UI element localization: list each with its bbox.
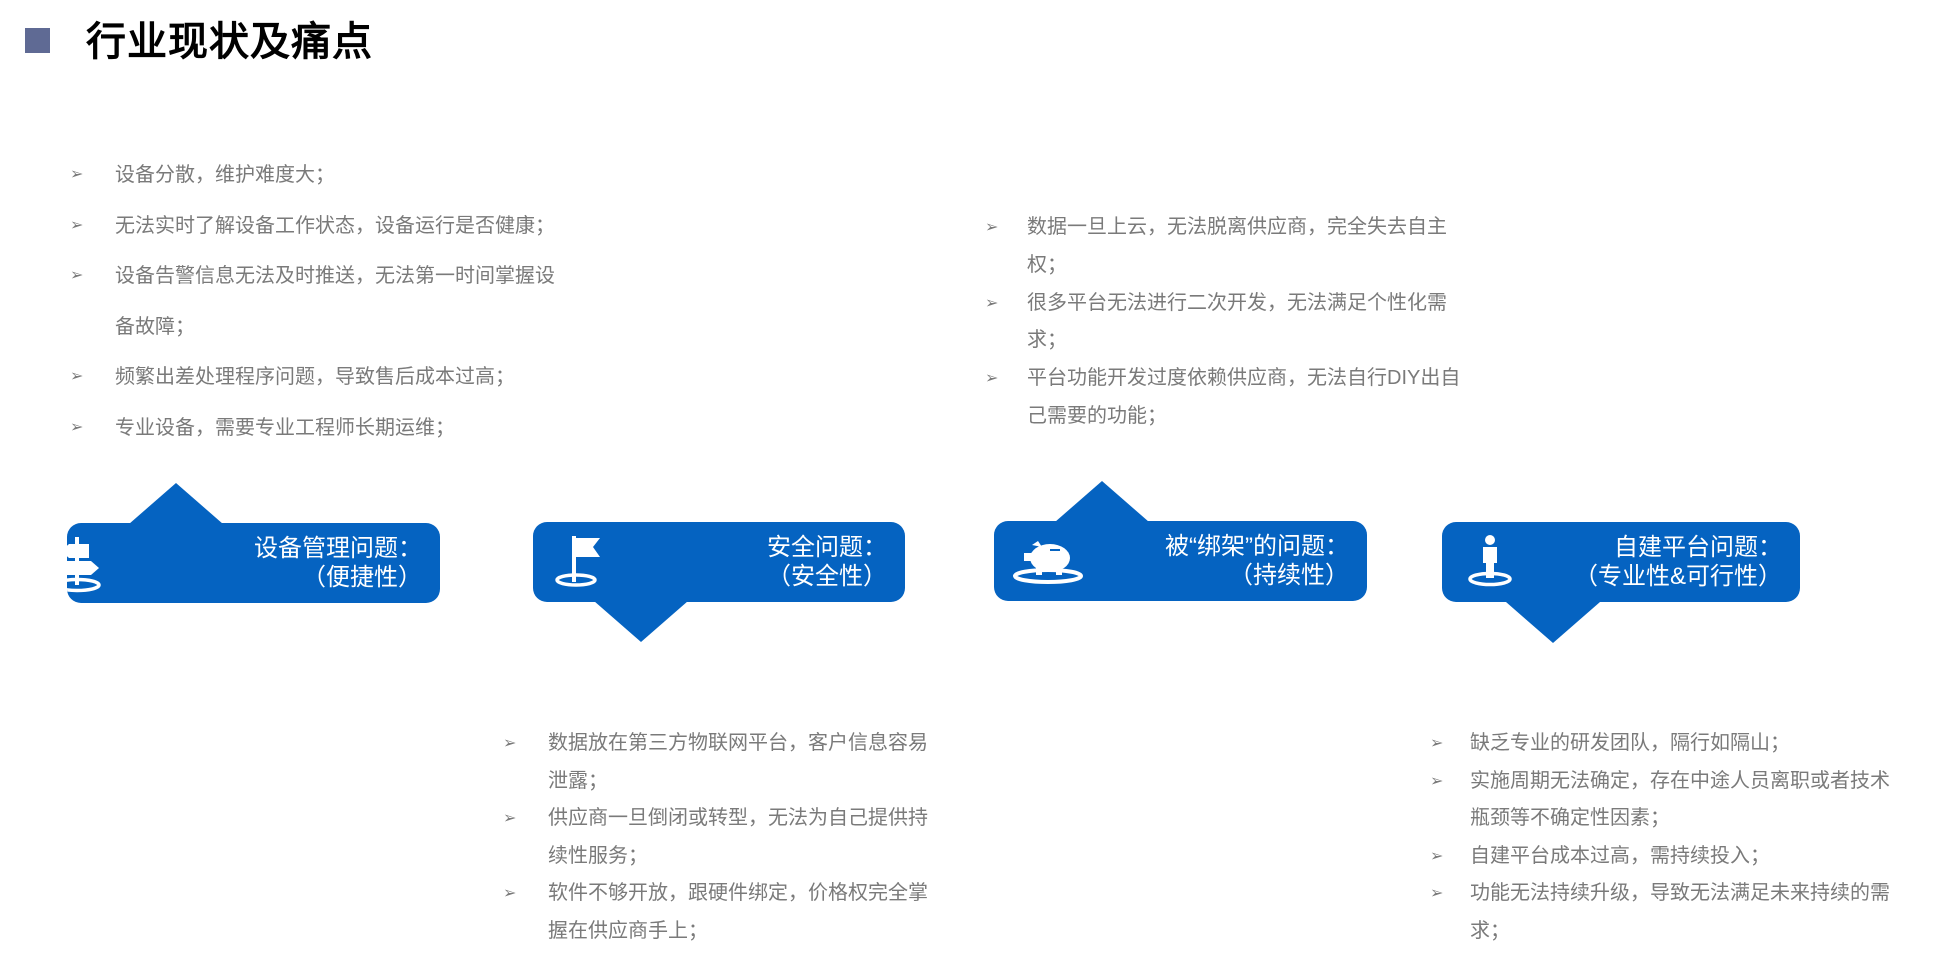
list-item: ➢缺乏专业的研发团队，隔行如隔山；	[1430, 725, 1900, 763]
list-item: ➢自建平台成本过高，需持续投入；	[1430, 838, 1900, 876]
arrow-bullet-icon: ➢	[985, 370, 999, 388]
list-item: ➢设备分散，维护难度大；	[70, 150, 650, 201]
card-device-management: 设备管理问题： （便捷性）	[67, 523, 440, 603]
list-item: ➢专业设备，需要专业工程师长期运维；	[70, 403, 650, 454]
page-title: 行业现状及痛点	[86, 20, 373, 64]
list-item: ➢实施周期无法确定，存在中途人员离职或者技术瓶颈等不确定性因素；	[1430, 763, 1900, 838]
card-title: 安全问题： （安全性）	[767, 534, 887, 590]
signpost-icon	[67, 533, 121, 598]
piggy-bank-icon	[1012, 531, 1092, 596]
arrow-bullet-icon: ➢	[70, 368, 84, 385]
list-item: ➢平台功能开发过度依赖供应商，无法自行DIY出自己需要的功能；	[985, 360, 1475, 436]
list-item: ➢功能无法持续升级，导致无法满足未来持续的需求；	[1430, 875, 1900, 950]
lock-in-issues-list: ➢数据一旦上云，无法脱离供应商，完全失去自主权； ➢很多平台无法进行二次开发，无…	[985, 209, 1475, 436]
arrow-bullet-icon: ➢	[70, 216, 84, 234]
self-build-issues-list: ➢缺乏专业的研发团队，隔行如隔山； ➢实施周期无法确定，存在中途人员离职或者技术…	[1430, 725, 1900, 951]
arrow-bullet-icon: ➢	[503, 885, 517, 903]
card-pointer-up	[1055, 481, 1149, 522]
arrow-bullet-icon: ➢	[70, 418, 84, 436]
list-item: ➢数据放在第三方物联网平台，客户信息容易泄露；	[503, 725, 943, 800]
card-title: 自建平台问题： （专业性&可行性）	[1573, 534, 1782, 590]
card-title: 被“绑架”的问题： （持续性）	[1165, 533, 1349, 589]
list-item: ➢频繁出差处理程序问题，导致售后成本过高；	[70, 352, 650, 403]
arrow-bullet-icon: ➢	[1430, 772, 1444, 790]
card-title: 设备管理问题： （便捷性）	[254, 535, 422, 591]
list-item: ➢很多平台无法进行二次开发，无法满足个性化需求；	[985, 285, 1475, 361]
arrow-bullet-icon: ➢	[985, 294, 999, 312]
list-item: ➢供应商一旦倒闭或转型，无法为自己提供持续性服务；	[503, 800, 943, 875]
title-marker	[25, 28, 50, 53]
card-pointer-down	[594, 601, 688, 642]
card-pointer-down	[1506, 602, 1600, 643]
list-item: ➢无法实时了解设备工作状态，设备运行是否健康；	[70, 201, 650, 252]
arrow-bullet-icon: ➢	[1430, 885, 1444, 903]
card-security: 安全问题： （安全性）	[533, 522, 905, 602]
arrow-bullet-icon: ➢	[985, 219, 999, 236]
card-vendor-lock-in: 被“绑架”的问题： （持续性）	[994, 521, 1367, 601]
card-pointer-up	[129, 483, 223, 524]
arrow-bullet-icon: ➢	[503, 735, 517, 752]
arrow-bullet-icon: ➢	[70, 166, 84, 183]
list-item: ➢软件不够开放，跟硬件绑定，价格权完全掌握在供应商手上；	[503, 875, 943, 950]
list-item: ➢设备告警信息无法及时推送，无法第一时间掌握设备故障；	[70, 251, 565, 352]
card-self-build-platform: 自建平台问题： （专业性&可行性）	[1442, 522, 1800, 602]
security-issues-list: ➢数据放在第三方物联网平台，客户信息容易泄露； ➢供应商一旦倒闭或转型，无法为自…	[503, 725, 943, 951]
arrow-bullet-icon: ➢	[1430, 847, 1444, 865]
list-item: ➢数据一旦上云，无法脱离供应商，完全失去自主权；	[985, 209, 1475, 285]
arrow-bullet-icon: ➢	[1430, 735, 1444, 752]
arrow-bullet-icon: ➢	[70, 267, 84, 284]
flag-icon	[555, 532, 615, 597]
person-icon	[1468, 532, 1528, 597]
device-management-issues-list: ➢设备分散，维护难度大； ➢无法实时了解设备工作状态，设备运行是否健康； ➢设备…	[70, 150, 650, 453]
arrow-bullet-icon: ➢	[503, 810, 517, 828]
